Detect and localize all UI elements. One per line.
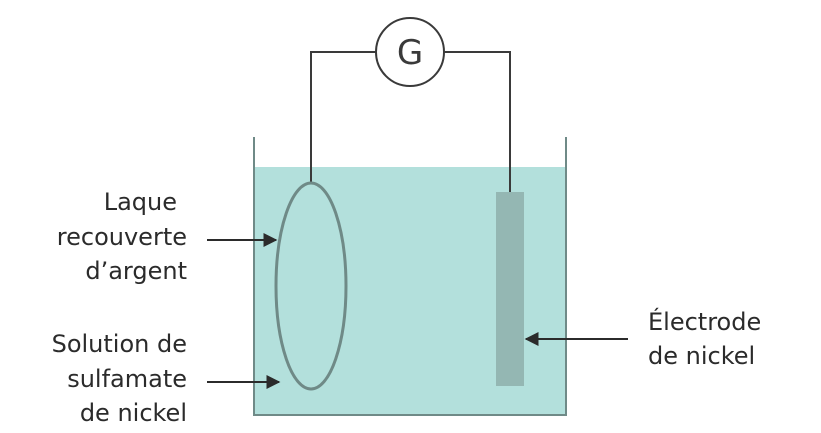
label-solution-line3: de nickel xyxy=(80,399,187,427)
label-solution-line1: Solution de xyxy=(52,330,187,358)
label-laque-line2: recouverte xyxy=(57,223,187,251)
label-laque-line3: d’argent xyxy=(85,257,187,285)
beaker-outline xyxy=(253,137,567,416)
label-electrode-line2: de nickel xyxy=(648,342,755,370)
label-electrode-line1: Électrode xyxy=(648,307,761,336)
galvanometer-circle xyxy=(375,17,445,87)
label-solution-line2: sulfamate xyxy=(67,365,187,393)
laque-ellipse xyxy=(274,181,348,391)
galvanometer-symbol: G xyxy=(397,33,423,73)
label-laque-line1: Laque xyxy=(104,188,177,216)
wire-right xyxy=(444,51,511,192)
wire-left xyxy=(310,51,377,183)
nickel-electrode xyxy=(496,192,524,386)
